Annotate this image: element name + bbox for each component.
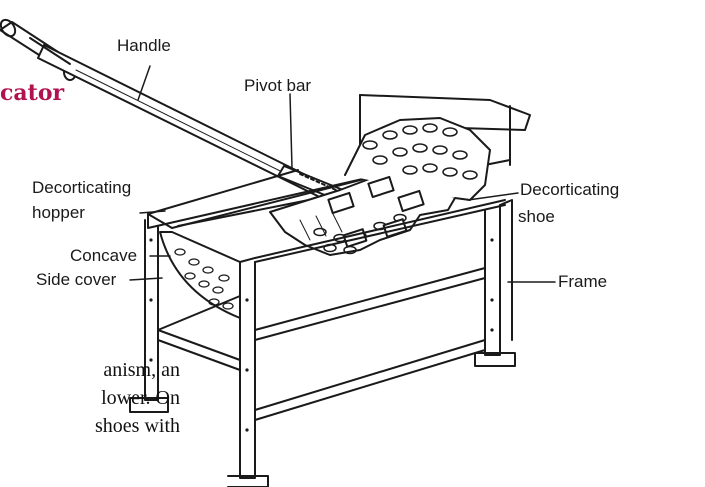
body-line-3: shoes with xyxy=(95,415,180,437)
label-decorticating-hopper-2: hopper xyxy=(32,203,85,222)
label-frame: Frame xyxy=(558,272,608,291)
decorticating-shoe-drawing xyxy=(269,117,491,256)
body-line-2: lower. On xyxy=(101,387,180,409)
label-decorticating-hopper-1: Decorticating xyxy=(32,178,132,197)
section-title-fragment: cator xyxy=(0,80,65,106)
concave-drawing xyxy=(159,231,241,319)
label-side-cover: Side cover xyxy=(36,270,117,289)
label-decorticating-shoe-1: Decorticating xyxy=(520,180,620,199)
body-text-fragment: anism, an lower. On shoes with xyxy=(0,356,180,440)
label-decorticating-shoe-2: shoe xyxy=(518,207,555,226)
leader-lines xyxy=(129,65,556,283)
label-concave: Concave xyxy=(70,246,138,265)
label-handle: Handle xyxy=(117,36,171,55)
frame-drawing xyxy=(129,199,516,487)
label-pivot-bar: Pivot bar xyxy=(244,76,312,95)
body-line-1: anism, an xyxy=(103,359,180,381)
